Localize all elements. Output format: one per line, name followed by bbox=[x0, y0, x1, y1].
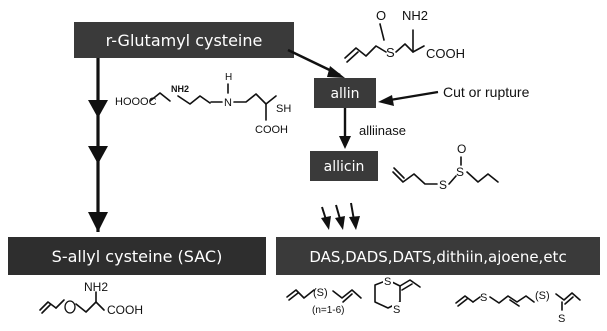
arrow-to-sulfides-2 bbox=[335, 204, 345, 230]
box-allicin-label: allicin bbox=[324, 159, 365, 175]
ajoene-s3: S bbox=[558, 313, 565, 325]
arrow-to-sulfides-1 bbox=[321, 206, 331, 230]
allicin-s2: S bbox=[456, 165, 464, 179]
allicin-o: O bbox=[457, 142, 466, 156]
arrow-to-sac-head-2 bbox=[88, 146, 108, 164]
arrow-cut-or-rupture-shaft bbox=[383, 90, 439, 103]
box-sac-label: S-allyl cysteine (SAC) bbox=[52, 247, 223, 266]
glutamyl-hoooc: HOOOC bbox=[115, 96, 157, 108]
allicin-s1: S bbox=[439, 178, 447, 192]
box-allin-label: allin bbox=[330, 86, 359, 102]
box-gamma-glutamyl-cysteine: r-Glutamyl cysteine bbox=[74, 22, 294, 58]
polysulfide-n: (n=1-6) bbox=[312, 305, 345, 316]
structure-allicin: S S O bbox=[392, 142, 499, 192]
arrow-to-sulfides-3 bbox=[349, 202, 360, 230]
cut-or-rupture-label: Cut or rupture bbox=[443, 84, 530, 100]
ajoene-s2: (S) bbox=[535, 290, 550, 302]
glutamyl-cooh: COOH bbox=[255, 124, 288, 136]
arrow-to-allin-head bbox=[327, 66, 345, 78]
glutamyl-n: N bbox=[224, 97, 232, 109]
arrow-to-sac-head-1 bbox=[88, 100, 108, 118]
allin-nh2: NH2 bbox=[402, 8, 428, 23]
arrow-cut-or-rupture-head bbox=[378, 95, 394, 106]
box-sac-bg bbox=[8, 237, 266, 275]
allin-o: O bbox=[376, 8, 386, 23]
structure-allin: S O NH2 COOH bbox=[344, 8, 465, 63]
arrows-to-sulfides bbox=[321, 202, 360, 230]
box-gamma-glutamyl-cysteine-bg bbox=[74, 22, 294, 58]
dithiin-s2: S bbox=[393, 304, 400, 316]
structure-sac: S NH2 COOH bbox=[39, 280, 143, 317]
box-sulfides-label: DAS,DADS,DATS,dithiin,ajoene,etc bbox=[309, 248, 566, 266]
box-sulfides: DAS,DADS,DATS,dithiin,ajoene,etc bbox=[276, 237, 600, 275]
arrow-allin-to-allicin bbox=[339, 108, 351, 149]
allin-cooh: COOH bbox=[426, 46, 465, 61]
sac-nh2: NH2 bbox=[84, 280, 108, 294]
arrow-cut-or-rupture bbox=[378, 90, 439, 106]
box-gamma-glutamyl-cysteine-label: r-Glutamyl cysteine bbox=[106, 31, 263, 50]
ajoene-s1: S bbox=[480, 292, 487, 304]
structure-glutamyl-cysteine: HOOOC NH2 N H SH COOH bbox=[115, 72, 291, 136]
structure-polysulfide: (S) (n=1-6) bbox=[286, 287, 362, 316]
polysulfide-s: (S) bbox=[313, 287, 328, 299]
alliinase-label: alliinase bbox=[359, 123, 406, 138]
glutamyl-sh: SH bbox=[276, 103, 291, 115]
dithiin-s1: S bbox=[384, 276, 391, 288]
arrow-to-sac-head-3 bbox=[88, 212, 108, 232]
sac-cooh: COOH bbox=[107, 303, 143, 317]
structure-dithiin: S S bbox=[374, 276, 421, 316]
box-allin: allin bbox=[314, 78, 376, 108]
box-allin-bg bbox=[314, 78, 376, 108]
box-allicin: allicin bbox=[310, 151, 378, 181]
box-sac: S-allyl cysteine (SAC) bbox=[8, 237, 266, 275]
allin-s: S bbox=[386, 45, 395, 60]
box-sulfides-bg bbox=[276, 237, 600, 275]
arrow-to-allin bbox=[287, 48, 345, 78]
glutamyl-h: H bbox=[225, 72, 232, 83]
arrow-allin-to-allicin-head bbox=[339, 136, 351, 149]
box-allicin-bg bbox=[310, 151, 378, 181]
glutamyl-nh2: NH2 bbox=[171, 84, 189, 94]
structure-ajoene: S (S) S bbox=[455, 290, 581, 325]
arrow-to-sac bbox=[88, 58, 108, 232]
